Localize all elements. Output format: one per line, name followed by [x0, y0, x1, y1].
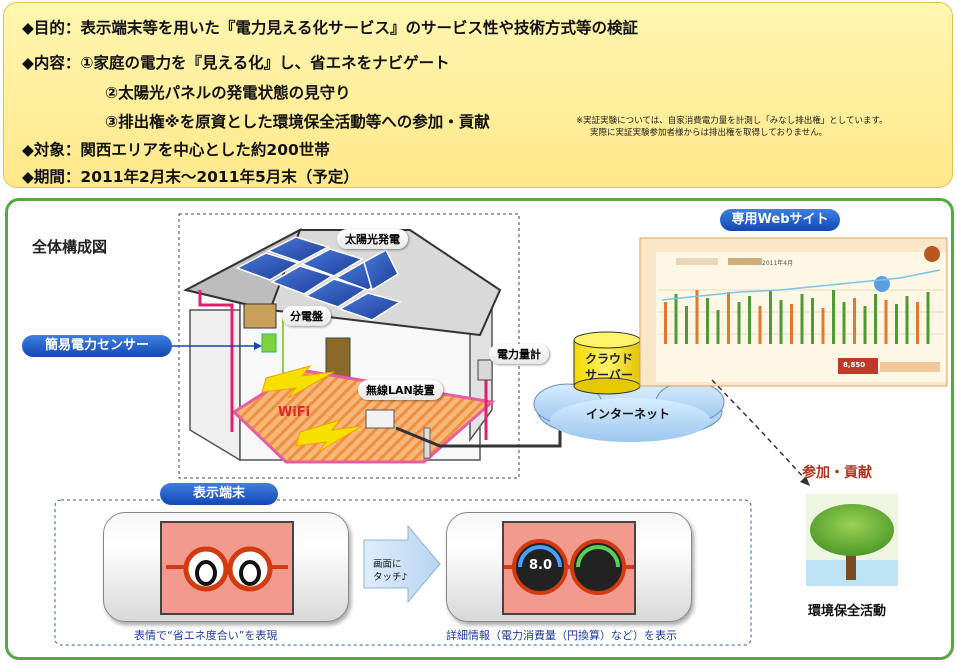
- website-bar: [811, 298, 814, 344]
- detail-gauges: [504, 539, 634, 595]
- wifi-bolt-icon: [295, 419, 363, 453]
- terminal-caption-left: 表情で“省エネ度合い”を表現: [134, 629, 278, 642]
- website-bar: [853, 298, 856, 344]
- web-value-label: 8,850: [843, 361, 866, 369]
- website-bar: [790, 304, 793, 344]
- footnote-line-1: ※実証実験については、自家消費電力量を計測し「みなし排出権」としています。: [576, 116, 888, 126]
- solar-label: 太陽光発電: [337, 229, 408, 249]
- web-month-label: 2011年4月: [762, 260, 794, 267]
- website-bar: [895, 304, 898, 344]
- diagram-title: 全体構成図: [32, 238, 108, 256]
- website-bar: [779, 300, 783, 344]
- lan-label: 無線LAN装置: [358, 380, 443, 400]
- website-bar: [748, 296, 751, 344]
- server-label-1: クラウド: [585, 352, 634, 366]
- website-bar: [716, 310, 720, 344]
- terminal-region: [54, 499, 752, 646]
- tap-label-1: 画面に: [373, 559, 402, 570]
- website-bar: [884, 300, 888, 344]
- website-bar: [905, 296, 909, 344]
- lan-device: [365, 409, 395, 429]
- sensor-device: [261, 333, 277, 353]
- terminal-left-value: 8.0: [529, 558, 553, 573]
- website-bar: [695, 290, 699, 344]
- website-bar: [916, 302, 919, 344]
- website-bar: [664, 302, 667, 344]
- website-bar: [727, 292, 730, 344]
- website-bar: [769, 290, 772, 344]
- face-screen: [160, 521, 294, 615]
- content-line-1: ◆内容：①家庭の電力を『見える化』し、省エネをナビゲート: [22, 54, 450, 72]
- environment-tree: [806, 494, 898, 586]
- sensor-arrow-icon: [254, 342, 262, 350]
- detail-screen: 8.0: [502, 521, 636, 615]
- panel-label: 分電盤: [282, 306, 331, 326]
- solar-panels: [235, 236, 402, 321]
- terminal-caption-right: 詳細情報（電力消費量（円換算）など）を表示: [446, 629, 677, 642]
- purpose-line: ◆目的：表示端末等を用いた『電力見える化サービス』のサービス性や技術方式等の検証: [22, 19, 638, 37]
- website-bar: [800, 294, 804, 344]
- electricity-meter: [477, 359, 493, 381]
- website-bar: [832, 290, 835, 344]
- meter-label: 電力量計: [489, 344, 549, 364]
- period-line: ◆期間：2011年2月末～2011年5月末（予定）: [22, 168, 359, 186]
- wifi-bolt-icon: [261, 365, 335, 399]
- website-label: 専用Webサイト: [720, 209, 840, 231]
- website-bar: [737, 302, 741, 344]
- website-bar: [674, 294, 678, 344]
- content-line-3: ③排出権※を原資とした環境保全活動等への参加・貢献: [105, 113, 490, 131]
- tap-arrow: [363, 524, 441, 604]
- website-bar: [874, 294, 877, 344]
- tap-label-2: タッチ♪: [373, 572, 408, 583]
- distribution-board: [243, 303, 277, 329]
- network-cable: [395, 420, 562, 448]
- target-line: ◆対象：関西エリアを中心とした約200世帯: [22, 141, 330, 159]
- website-bar-chart: [664, 290, 930, 344]
- internet-label: インターネット: [586, 407, 671, 421]
- participate-arrow: [711, 379, 807, 481]
- environment-label: 環境保全活動: [808, 604, 887, 619]
- website-bar: [863, 306, 867, 344]
- wifi-label: WiFi: [278, 405, 311, 420]
- info-panel: ◆目的：表示端末等を用いた『電力見える化サービス』のサービス性や技術方式等の検証…: [3, 2, 953, 188]
- cloud-server: [573, 331, 641, 395]
- website-bar: [758, 306, 762, 344]
- website-bar: [685, 306, 688, 344]
- website-bar: [842, 302, 846, 344]
- footnote-line-2: 実際に実証実験参加者様からは排出権を取得しておりません。: [590, 128, 828, 138]
- website-bar: [926, 292, 930, 344]
- participate-label: 参加・貢献: [802, 465, 872, 481]
- content-line-2: ②太陽光パネルの発電状態の見守り: [105, 84, 351, 102]
- terminal-label: 表示端末: [160, 483, 278, 505]
- sensor-label: 簡易電力センサー: [22, 335, 172, 357]
- face-glasses-icon: [166, 546, 288, 592]
- website-bar: [821, 308, 825, 344]
- server-label-2: サーバー: [585, 368, 633, 382]
- website-bar: [706, 298, 709, 344]
